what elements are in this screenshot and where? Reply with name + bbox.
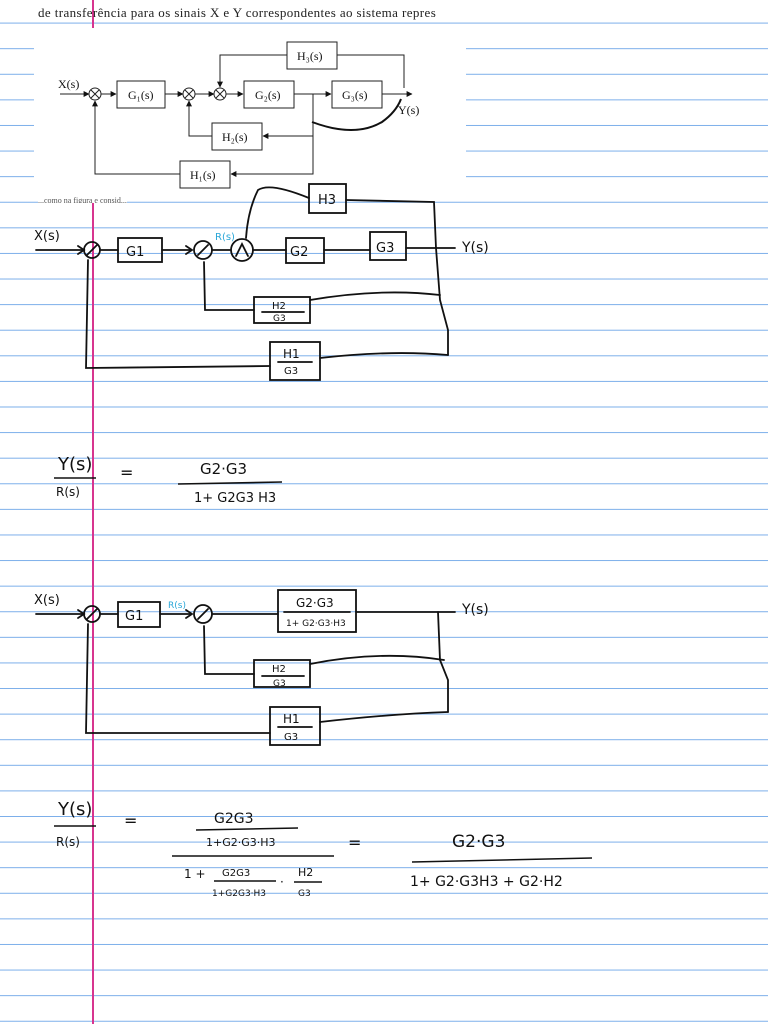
sketch1-h1-num: H1 (283, 347, 300, 361)
eq2-equals-1: = (124, 811, 137, 830)
printed-overlay-curve (311, 98, 402, 131)
sketch2-h2-num: H2 (272, 664, 286, 675)
eq2-den-h-num: H2 (298, 866, 313, 879)
sketch2-combined-box (277, 589, 357, 633)
sketch2-h1-den: G3 (284, 732, 298, 743)
sketch1-output-label: Y(s) (461, 240, 489, 256)
sketch1-h3-label: H3 (318, 193, 336, 208)
printed-h1-box (179, 160, 231, 189)
sketch1-g3-label: G3 (376, 241, 394, 256)
sketch2-output-label: Y(s) (461, 602, 489, 618)
sketch1-h2-num: H2 (272, 301, 286, 312)
margin-line (92, 0, 94, 1024)
eq1-numerator: G2·G3 (200, 460, 247, 478)
printed-g1-box (116, 80, 166, 109)
printed-input-label: X(s) (58, 77, 79, 91)
eq1-denominator: 1+ G2G3 H3 (194, 491, 276, 506)
printed-figure-background (34, 28, 466, 200)
sketch1-h1-box (269, 341, 321, 381)
eq2-frac-den: 1+G2·G3·H3 (206, 836, 276, 849)
sketch-2: X(s) G1 R(s) G2·G3 1+ G2·G3·H3 Y(s) H2 G… (34, 589, 489, 746)
equation-1: Y(s) R(s) = G2·G3 1+ G2G3 H3 (54, 454, 283, 506)
printed-g2-label: G₂(s) (255, 88, 281, 102)
sketch1-g1-label: G1 (126, 245, 144, 260)
printed-sum-1-cross (90, 89, 100, 99)
printed-g2-box (243, 80, 295, 109)
eq2-den-frac-den: 1+G2G3·H3 (212, 889, 266, 899)
printed-h1-label: H₁(s) (190, 168, 216, 182)
sketch2-input-label: X(s) (34, 593, 60, 608)
sketch1-g2-label: G2 (290, 245, 308, 260)
eq2-lhs-den: R(s) (56, 835, 80, 849)
sketch1-signal-label: R(s) (215, 232, 235, 243)
sketch2-signal-label: R(s) (168, 601, 186, 611)
printed-output-label: Y(s) (398, 103, 419, 117)
printed-g3-box (331, 80, 383, 109)
eq2-den-frac-num: G2G3 (222, 868, 250, 879)
printed-h3-label: H₃(s) (297, 49, 323, 63)
sketch1-g3-box (369, 231, 407, 261)
eq2-den-one: 1 + (184, 867, 206, 881)
eq1-lhs-den: R(s) (56, 485, 80, 499)
sketch2-h2-den: G3 (273, 679, 286, 689)
eq1-equals: = (120, 463, 133, 482)
printed-g3-label: G₃(s) (342, 88, 368, 102)
eq2-lhs-num: Y(s) (57, 799, 92, 820)
sketch-1: X(s) G1 R(s) G2 G3 Y(s) H3 H2 G3 (34, 183, 489, 381)
sketch2-h1-box (269, 706, 321, 746)
equation-2: Y(s) R(s) = G2G3 1+G2·G3·H3 1 + G2G3 1+G… (54, 799, 593, 899)
printed-h2-box (211, 122, 263, 151)
sketch2-g1-label: G1 (125, 609, 143, 624)
eq2-result-num: G2·G3 (452, 832, 505, 852)
printed-h2-label: H₂(s) (222, 130, 248, 144)
eq2-den-dot: · (280, 875, 284, 889)
printed-g1-label: G₁(s) (128, 88, 154, 102)
sketch1-h1-den: G3 (284, 366, 298, 377)
sketch1-input-label: X(s) (34, 229, 60, 244)
sketch2-h1-num: H1 (283, 712, 300, 726)
sketch1-h2-den: G3 (273, 314, 286, 324)
sketch2-block-num: G2·G3 (296, 596, 334, 610)
sketch2-block-den: 1+ G2·G3·H3 (286, 619, 346, 629)
eq2-frac-num: G2G3 (214, 811, 254, 827)
eq2-den-h-den: G3 (298, 889, 311, 899)
header-text: de transferência para os sinais X e Y co… (38, 5, 437, 20)
eq2-equals-2: = (348, 833, 361, 852)
eq2-result-den: 1+ G2·G3H3 + G2·H2 (410, 874, 563, 890)
printed-block-diagram: X(s) G₁(s) G₂(s) G₃(s) Y(s) H₃(s) H₂(s) … (58, 41, 419, 189)
eq1-lhs-num: Y(s) (57, 454, 92, 475)
cut-text-line: ...como na figura e consid... (38, 196, 127, 203)
